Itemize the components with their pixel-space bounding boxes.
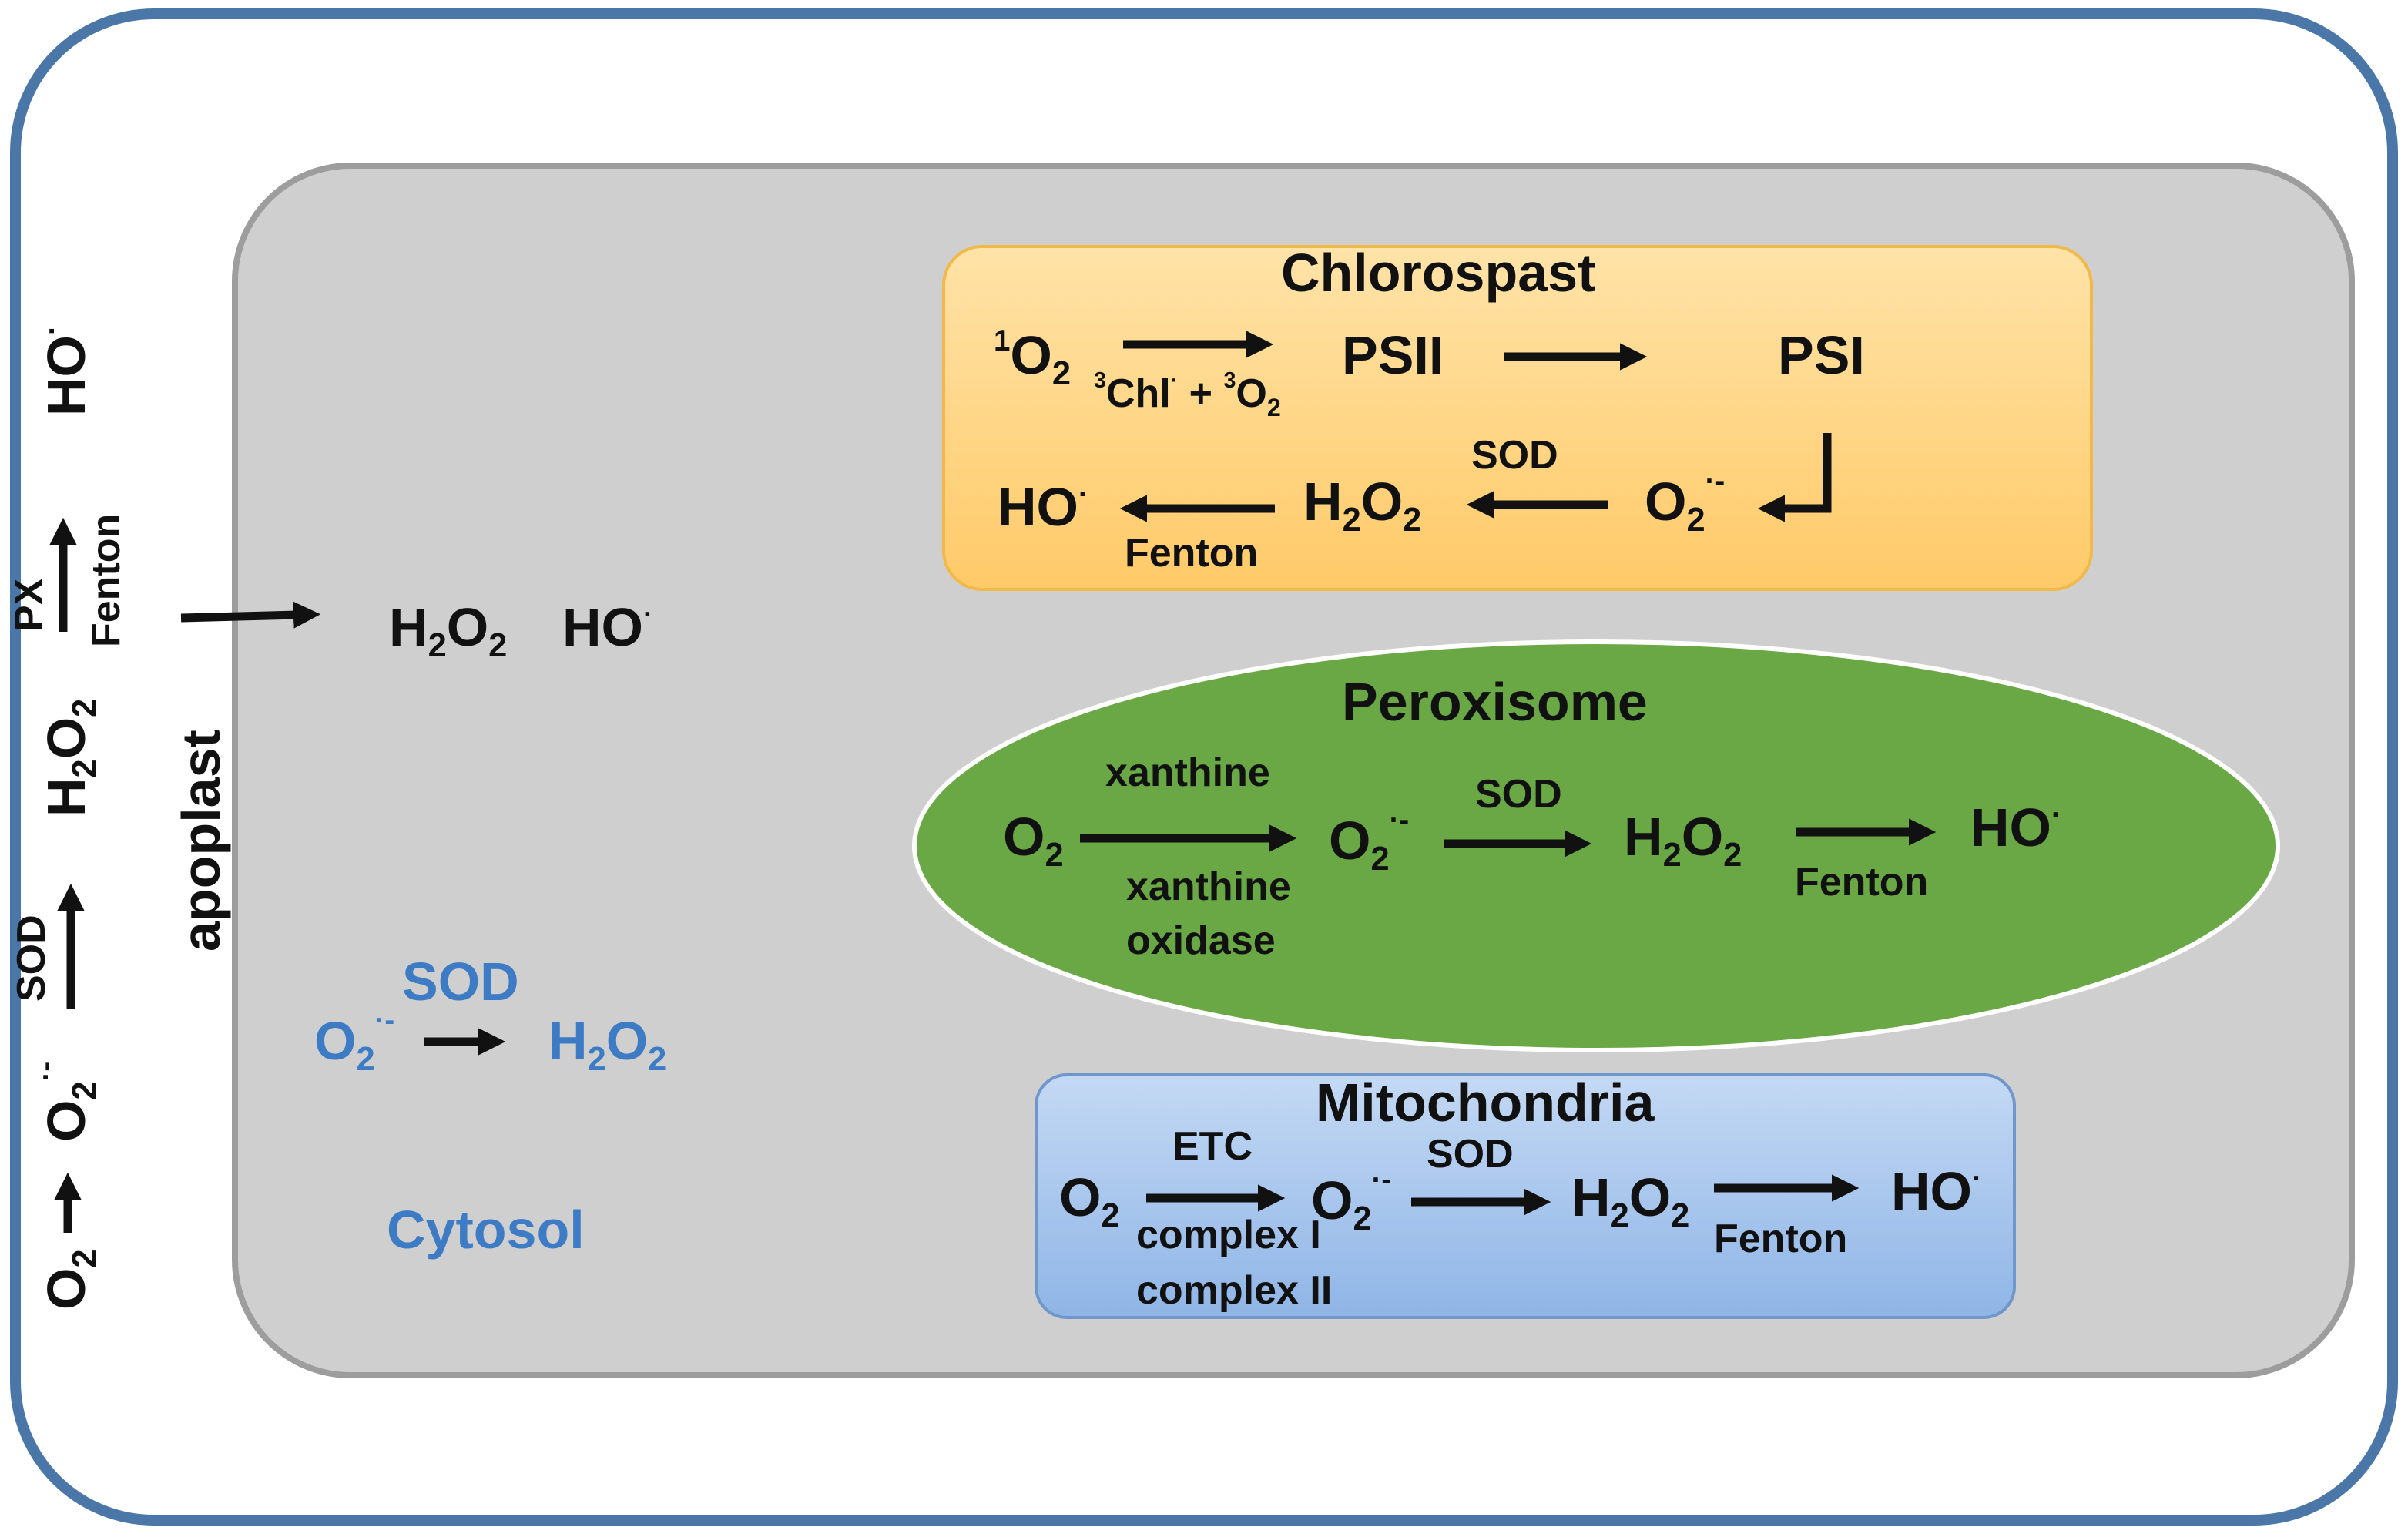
apoplast-sod-label: SOD — [9, 915, 54, 1002]
chloroplast-h2o2: H2O2 — [1303, 472, 1421, 539]
mitochondria-complex-2: complex II — [1136, 1268, 1332, 1313]
cytosol-imported-hydroxyl: HO· — [562, 597, 653, 657]
peroxisome-o2: O2 — [1003, 807, 1064, 874]
chloroplast-title: Chlorospast — [1281, 243, 1595, 303]
apoplast-o2: O2 — [36, 1249, 103, 1310]
peroxisome-h2o2: H2O2 — [1624, 807, 1742, 874]
peroxisome-ellipse — [912, 639, 2280, 1052]
peroxisome-title: Peroxisome — [1342, 672, 1648, 732]
mitochondria-sod-label: SOD — [1427, 1132, 1514, 1177]
chloroplast-return-arrow — [1757, 433, 1832, 522]
cytosol-imported-h2o2: H2O2 — [389, 597, 507, 664]
chloroplast-triplet-chl: 3Chl· + 3O2 — [1094, 368, 1281, 421]
peroxisome-sod-label: SOD — [1475, 772, 1562, 817]
peroxisome-hydroxyl: HO· — [1970, 797, 2061, 858]
cytosol-superoxide: O2·- — [314, 1004, 394, 1078]
peroxisome-xanthine-oxidase-2: oxidase — [1126, 918, 1276, 963]
mitochondria-o2: O2 — [1059, 1167, 1120, 1234]
cytosol-sod-label: SOD — [402, 952, 519, 1012]
mitochondria-title: Mitochondria — [1316, 1072, 1655, 1133]
mitochondria-superoxide: O2·- — [1311, 1163, 1391, 1237]
apoplast-import-arrow — [180, 601, 321, 629]
chloroplast-sod-label: SOD — [1471, 433, 1558, 478]
mitochondria-h2o2: H2O2 — [1571, 1167, 1689, 1234]
mitochondria-complex-1: complex I — [1136, 1213, 1321, 1257]
cytosol-label: Cytosol — [387, 1200, 585, 1260]
apoplast-pathway: O2 O2·- SOD H2O2 PX Fenton HO· — [7, 325, 129, 1310]
mitochondria-etc-label: ETC — [1172, 1124, 1253, 1169]
chloroplast-psi: PSI — [1778, 325, 1865, 385]
chloroplast-box — [942, 245, 2093, 591]
mitochondria-hydroxyl: HO· — [1891, 1161, 1982, 1221]
apoplast-label: apoplast — [171, 730, 231, 952]
chloroplast-hydroxyl: HO· — [998, 477, 1088, 537]
chloroplast-superoxide: O2·- — [1645, 465, 1725, 539]
chloroplast-fenton-label: Fenton — [1125, 531, 1258, 576]
apoplast-superoxide: O2·- — [29, 1062, 103, 1142]
apoplast-h2o2: H2O2 — [36, 699, 103, 817]
apoplast-fenton-label: Fenton — [84, 514, 129, 647]
peroxisome-fenton-label: Fenton — [1795, 860, 1928, 905]
peroxisome-superoxide: O2·- — [1329, 804, 1409, 878]
apoplast-hydroxyl: HO· — [35, 325, 96, 416]
mitochondria-fenton-label: Fenton — [1714, 1217, 1847, 1261]
chloroplast-psii: PSII — [1342, 325, 1444, 385]
peroxisome-xanthine-label: xanthine — [1105, 750, 1270, 795]
apoplast-px-label: PX — [7, 578, 52, 632]
chloroplast-singlet-oxygen: 1O2 — [994, 324, 1071, 392]
peroxisome-xanthine-oxidase-1: xanthine — [1126, 864, 1291, 909]
cytosol-h2o2: H2O2 — [548, 1011, 666, 1078]
